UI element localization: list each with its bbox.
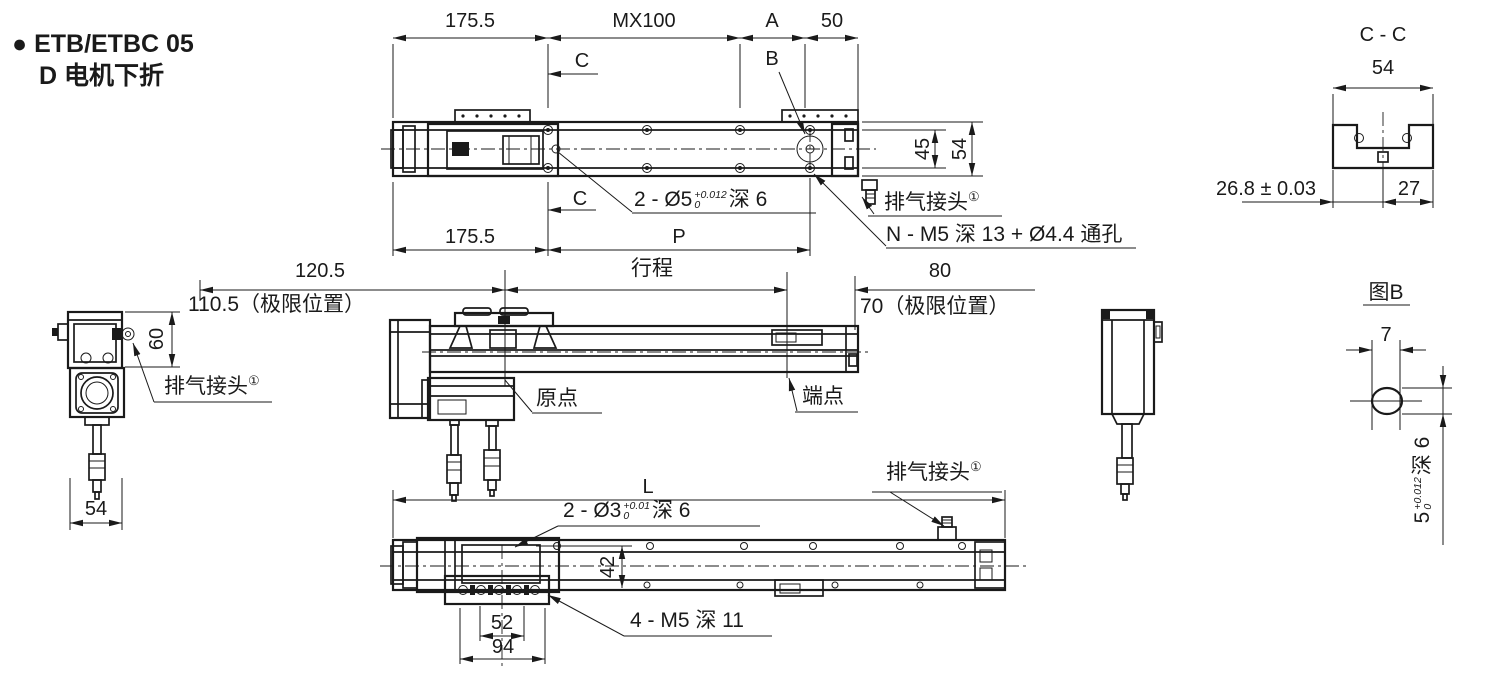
dim-27: 27	[1397, 178, 1421, 200]
dim-stroke: 行程	[631, 257, 673, 280]
dim-120-5: 120.5	[294, 260, 346, 282]
top-view	[381, 34, 1136, 256]
dim-268: 26.8 ± 0.03	[1216, 178, 1316, 200]
dim-54-cc: 54	[1371, 57, 1395, 79]
note-pin-holes-bottom: 2 - Ø3 +0.01 0 深 6	[563, 499, 691, 522]
detail-b-title: 图B	[1368, 281, 1404, 304]
dim-42: 42	[597, 555, 619, 579]
note-pin-holes-top: 2 - Ø5 +0.012 0 深 6	[634, 189, 767, 211]
dim-mx100: MX100	[612, 10, 676, 32]
section-label-c-top: C	[574, 50, 590, 72]
section-cc-view	[1242, 84, 1435, 208]
footnote-mark: ①	[968, 189, 980, 204]
tolerance-stack: +0.01 0	[623, 500, 650, 522]
dim-50: 50	[820, 10, 844, 32]
dim-p: P	[672, 226, 686, 248]
exhaust-label-bottom-view: 排气接头①	[886, 459, 982, 484]
dim-175-top: 175.5	[444, 10, 496, 32]
title-line1: ETB/ETBC 05	[34, 30, 194, 58]
limit-position-left: 110.5（极限位置）	[188, 293, 365, 316]
dim-a: A	[765, 10, 779, 32]
tolerance-stack: +0.012 0	[1412, 477, 1434, 510]
dim-52: 52	[490, 612, 514, 634]
page-title: ● ETB/ETBC 05	[12, 30, 194, 58]
limit-position-right: 70（极限位置）	[860, 295, 1010, 318]
exhaust-label-left-view: 排气接头①	[164, 373, 260, 398]
page-subtitle: D 电机下折	[39, 62, 165, 90]
dim-80: 80	[928, 260, 952, 282]
dim-54-left-view: 54	[84, 498, 108, 520]
note-4-m5: 4 - M5 深 11	[630, 609, 744, 632]
side-view	[199, 270, 1035, 502]
note-n-m5: N - M5 深 13 + Ø4.4 通孔	[886, 223, 1123, 246]
tolerance-stack: +0.012 0	[694, 189, 727, 211]
origin-label: 原点	[536, 387, 578, 410]
dim-94: 94	[491, 636, 515, 658]
title-bullet: ●	[12, 30, 28, 58]
note-o5-suffix: 深 6	[728, 188, 768, 211]
exhaust-label-top-view: 排气接头①	[884, 189, 980, 214]
section-cc-title: C - C	[1359, 24, 1407, 46]
dim-l: L	[642, 476, 654, 498]
dim-5-depth: 5 +0.012 0 深 6	[1411, 436, 1434, 524]
footnote-mark: ①	[248, 373, 260, 388]
section-label-c-bottom: C	[572, 188, 588, 210]
dim-60: 60	[146, 327, 168, 351]
footnote-mark: ①	[970, 459, 982, 474]
dim-45: 45	[912, 137, 934, 161]
dim-54-top-view: 54	[949, 137, 971, 161]
detail-b-view	[1346, 304, 1452, 545]
dim-7: 7	[1380, 324, 1392, 346]
left-end-view	[52, 310, 272, 530]
exhaust-fitting-bottom-view	[937, 516, 957, 541]
detail-label-b: B	[765, 48, 779, 70]
note-o5-prefix: 2 - Ø5	[634, 188, 693, 211]
end-point-label: 端点	[802, 385, 844, 408]
right-end-view	[1100, 308, 1163, 501]
bottom-view	[380, 490, 1026, 668]
dim-175-bottom: 175.5	[444, 226, 496, 248]
